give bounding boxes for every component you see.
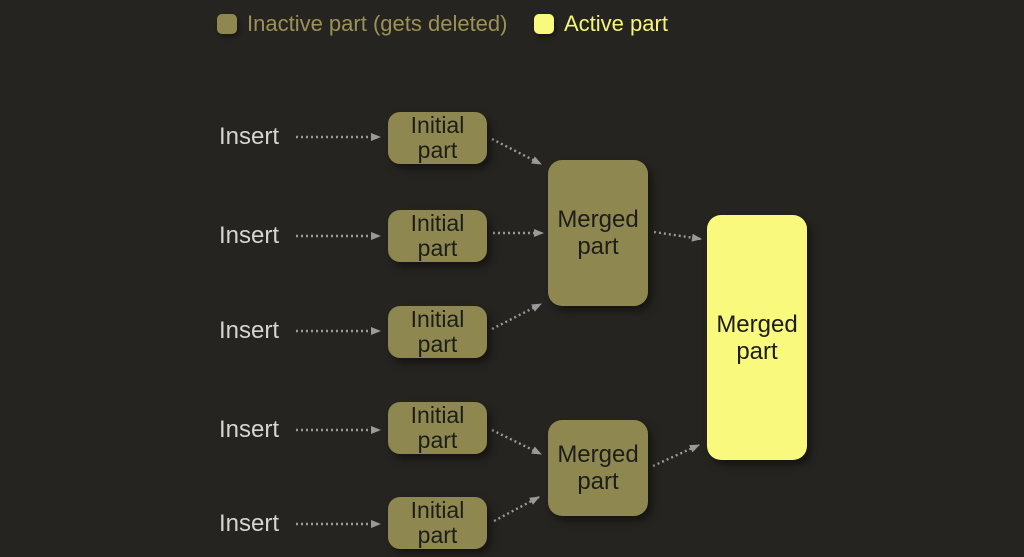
initial-part-label: Initial: [410, 210, 465, 236]
merged-part-box-2: Merged part: [548, 420, 648, 516]
initial-part-box-5: Initial part: [388, 497, 487, 549]
initial-part-label: Initial: [410, 402, 465, 428]
initial-part-label: Initial: [410, 497, 465, 523]
arrow-initial5-merged2: [493, 495, 540, 523]
arrow-initial1-merged1: [491, 137, 542, 166]
initial-part-box-4: Initial part: [388, 402, 487, 454]
legend-inactive-label: Inactive part (gets deleted): [247, 11, 508, 36]
merged-part-label: part: [577, 468, 619, 495]
initial-part-label: part: [417, 235, 458, 261]
initial-part-box-1: Initial part: [388, 112, 487, 164]
initial-part-label: Initial: [410, 112, 465, 138]
merged-part-label: part: [577, 233, 619, 260]
insert-label-2: Insert: [219, 222, 280, 249]
insert-label-5: Insert: [219, 510, 280, 537]
initial-part-label: part: [417, 331, 458, 357]
merged-part-box-1: Merged part: [548, 160, 648, 306]
initial-part-label: part: [417, 522, 458, 548]
arrow-merged2-final: [652, 443, 700, 468]
initial-part-box-3: Initial part: [388, 306, 487, 358]
merged-part-label: Merged: [557, 441, 639, 468]
initial-part-label: Initial: [410, 306, 465, 332]
legend-active-label: Active part: [564, 11, 668, 36]
insert-label-1: Insert: [219, 123, 280, 150]
initial-part-label: part: [417, 427, 458, 453]
merged-part-label: Merged: [557, 206, 639, 233]
insert-label-4: Insert: [219, 416, 280, 443]
arrow-initial3-merged1: [491, 302, 542, 331]
merged-part-box-final-active: Merged part: [707, 215, 807, 460]
initial-part-box-2: Initial part: [388, 210, 487, 262]
arrow-merged1-final: [653, 230, 702, 242]
merged-part-label: Merged: [716, 310, 798, 338]
legend-active-swatch: [534, 14, 554, 34]
arrow-initial4-merged2: [491, 428, 542, 456]
legend-inactive-swatch: [217, 14, 237, 34]
initial-part-label: part: [417, 137, 458, 163]
insert-label-3: Insert: [219, 317, 280, 344]
merged-part-label: part: [736, 337, 778, 365]
